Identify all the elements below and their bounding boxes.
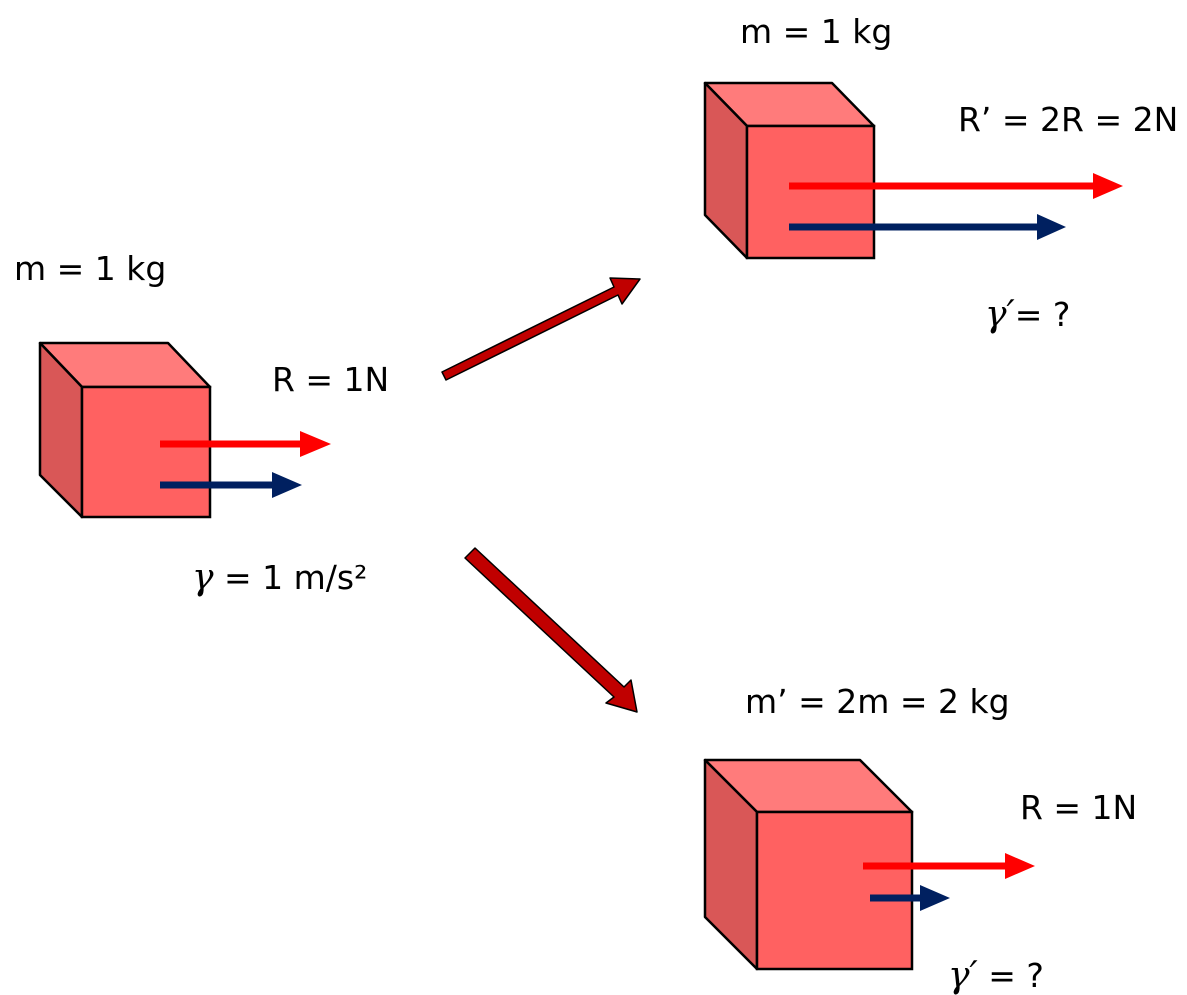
initial-force-label: R = 1N <box>272 360 389 399</box>
double-force-acceleration-arrow <box>789 214 1066 240</box>
double-mass-mass-label: m’ = 2m = 2 kg <box>745 682 1010 721</box>
double-force-acceleration-label: γ′= ? <box>985 294 1070 335</box>
gamma-prime-symbol: γ′ <box>948 955 978 995</box>
initial-acceleration-arrow <box>160 472 302 498</box>
gamma-prime-symbol: γ′ <box>985 294 1015 335</box>
initial-block <box>38 341 212 519</box>
cube-front-face <box>755 810 914 971</box>
gamma-symbol: γ <box>192 557 214 598</box>
double-mass-force-arrow <box>863 853 1035 879</box>
initial-acceleration-label: γ = 1 m/s² <box>192 557 367 598</box>
initial-mass-label: m = 1 kg <box>14 249 166 288</box>
double-force-block <box>703 81 876 260</box>
double-force-force-arrow <box>789 173 1123 199</box>
transition-arrow-up <box>441 277 641 381</box>
acceleration-value: = ? <box>1015 295 1071 334</box>
acceleration-value: = ? <box>978 956 1044 995</box>
double-mass-acceleration-arrow <box>870 885 950 911</box>
double-force-mass-label: m = 1 kg <box>740 12 892 51</box>
cube-front-face <box>745 124 876 260</box>
transition-arrow-down <box>464 547 638 713</box>
double-force-force-label: R’ = 2R = 2N <box>958 100 1178 139</box>
double-mass-block <box>703 758 914 971</box>
acceleration-value: = 1 m/s² <box>214 558 368 597</box>
double-mass-acceleration-label: γ′ = ? <box>948 955 1044 995</box>
cube-front-face <box>80 385 212 519</box>
initial-force-arrow <box>160 431 331 457</box>
double-mass-force-label: R = 1N <box>1020 788 1137 827</box>
